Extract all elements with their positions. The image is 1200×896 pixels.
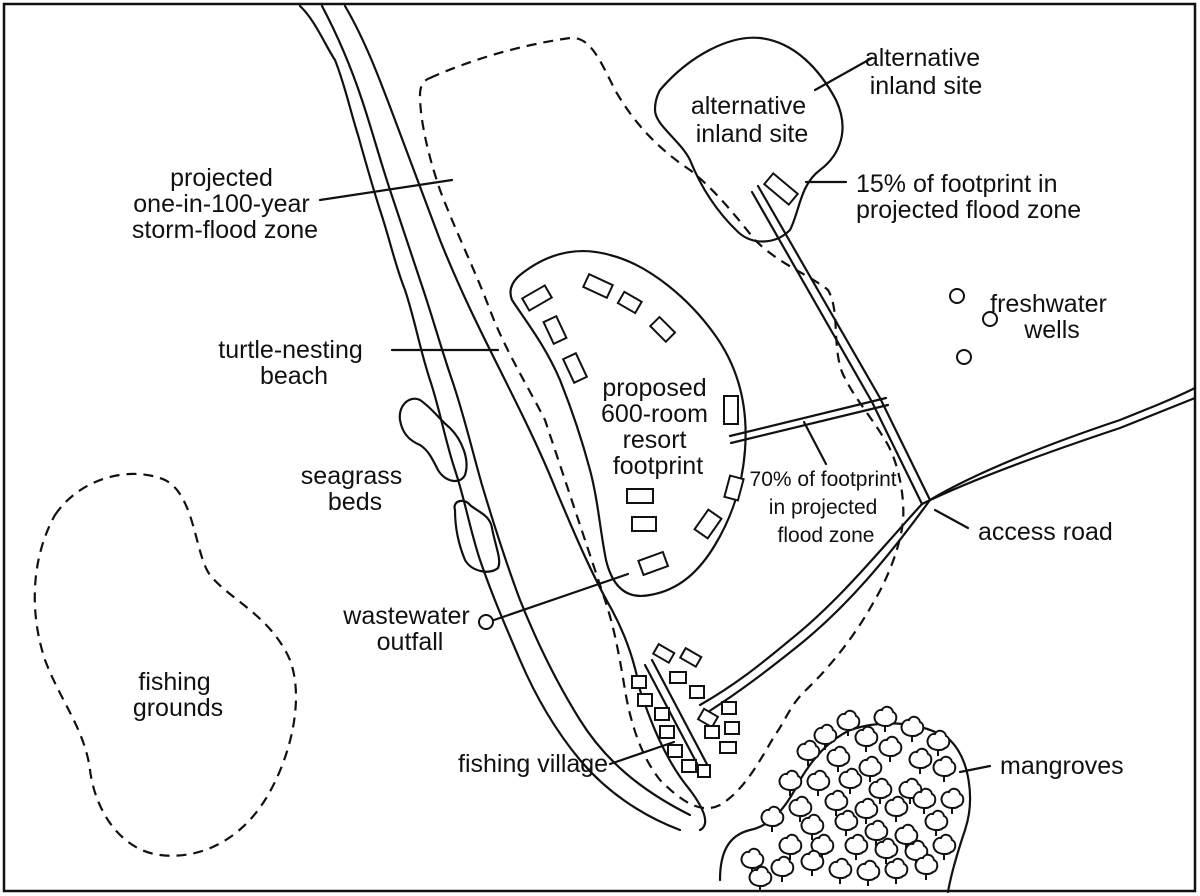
leader-lines: [318, 56, 992, 774]
mangrove-tree-icon: [940, 787, 965, 814]
mangrove-tree-icon: [740, 847, 765, 874]
mangrove-tree-icon: [800, 849, 825, 876]
alt-site-building: [762, 171, 800, 207]
mangrove-tree-icon: [856, 859, 881, 886]
label-alt-site-inner: alternative inland site: [691, 92, 813, 148]
mangrove-tree-icon: [748, 865, 773, 892]
mangrove-tree-icon: [806, 769, 831, 796]
resort-footprint-outline: [509, 249, 747, 598]
mangrove-tree-icon: [844, 833, 869, 860]
mangrove-tree-icon: [838, 767, 863, 794]
mangrove-tree-icon: [760, 805, 785, 832]
label-freshwater-wells: freshwater wells: [990, 290, 1114, 344]
label-resort: proposed 600-room resort footprint: [601, 374, 715, 480]
well-icon: [949, 288, 965, 304]
mangrove-tree-icon: [778, 769, 803, 796]
mangrove-tree-icon: [854, 725, 879, 752]
label-alt-site-outer: alternative inland site: [865, 44, 987, 100]
mangrove-tree-icon: [873, 705, 898, 732]
mangrove-tree-icon: [858, 755, 883, 782]
village-shore: [638, 688, 707, 832]
mangrove-trees: [740, 705, 965, 892]
label-wastewater: wastewater outfall: [342, 602, 476, 656]
mangrove-tree-icon: [800, 813, 825, 840]
mangrove-tree-icon: [828, 857, 853, 884]
mangrove-tree-icon: [900, 715, 925, 742]
mangrove-tree-icon: [788, 795, 813, 822]
seagrass-bed-1: [398, 397, 468, 483]
mangrove-tree-icon: [778, 833, 803, 860]
fishing-grounds-zone: [33, 472, 298, 857]
mangrove-tree-icon: [926, 729, 951, 756]
mangrove-tree-icon: [813, 723, 838, 750]
alt-inland-site-outline: [653, 36, 844, 243]
label-fishing-village: fishing village: [458, 750, 608, 778]
mangrove-tree-icon: [924, 809, 949, 836]
mangrove-tree-icon: [864, 819, 889, 846]
well-icon: [956, 349, 972, 365]
label-mangroves: mangroves: [1000, 752, 1124, 780]
label-access-road: access road: [978, 518, 1113, 546]
label-alt-flood: 15% of footprint in projected flood zone: [856, 170, 1081, 224]
mangrove-tree-icon: [770, 855, 795, 882]
mangrove-tree-icon: [912, 787, 937, 814]
mangrove-tree-icon: [914, 853, 939, 880]
mangrove-tree-icon: [834, 809, 859, 836]
label-turtle-beach: turtle-nesting beach: [218, 336, 369, 390]
mangrove-tree-icon: [824, 789, 849, 816]
label-fishing-grounds: fishing grounds: [133, 668, 223, 722]
village-buildings: [631, 642, 740, 778]
wastewater-outfall-icon: [478, 614, 494, 630]
mangrove-tree-icon: [932, 755, 957, 782]
mangrove-tree-icon: [826, 745, 851, 772]
mangrove-tree-icon: [878, 735, 903, 762]
mangrove-tree-icon: [884, 857, 909, 884]
mangrove-tree-icon: [836, 709, 861, 736]
well-icon: [982, 311, 998, 327]
label-storm-zone: projected one-in-100-year storm-flood zo…: [132, 164, 318, 244]
mangrove-tree-icon: [796, 739, 821, 766]
mangrove-boundary: [718, 722, 972, 894]
mangrove-tree-icon: [874, 837, 899, 864]
mangrove-tree-icon: [854, 797, 879, 824]
coastline: [298, 4, 682, 832]
mangrove-tree-icon: [908, 747, 933, 774]
mangrove-tree-icon: [884, 795, 909, 822]
mangrove-tree-icon: [932, 833, 957, 860]
road-network: [643, 184, 1197, 777]
storm-flood-zone: [418, 36, 905, 810]
mangrove-tree-icon: [868, 777, 893, 804]
seagrass-bed-2: [453, 499, 501, 573]
label-resort-flood: 70% of footprint in projected flood zone: [750, 468, 903, 547]
resort-buildings: [520, 272, 745, 577]
beach-edge-outer: [320, 4, 692, 817]
beach-edge-inner: [343, 4, 642, 692]
label-seagrass: seagrass beds: [301, 462, 409, 516]
